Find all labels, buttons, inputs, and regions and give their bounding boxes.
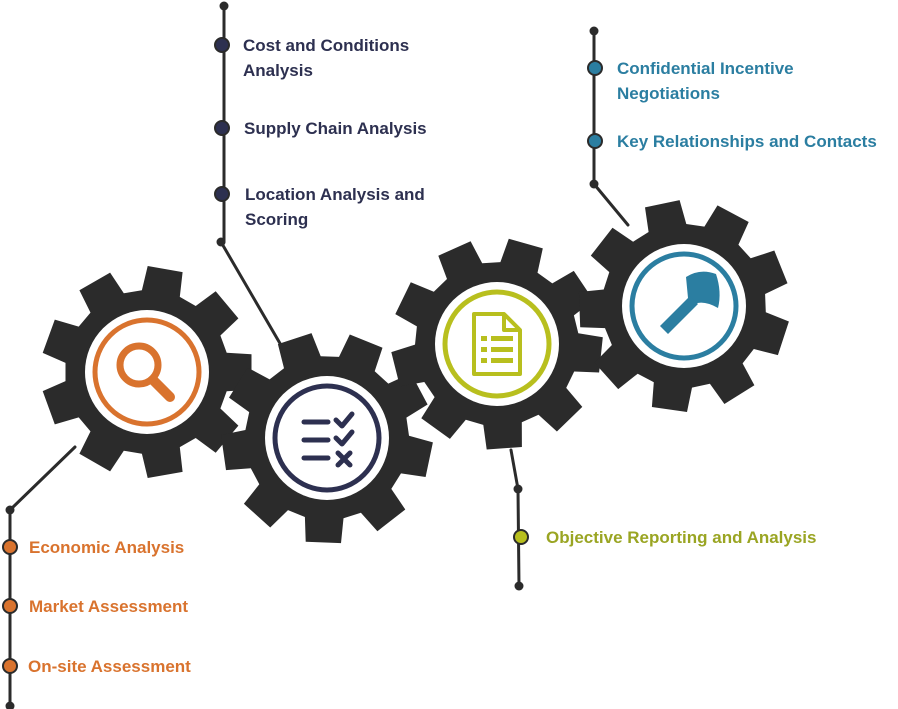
reporting-item-objective: Objective Reporting and Analysis bbox=[546, 528, 817, 547]
analysis-connector-line bbox=[219, 240, 287, 354]
negotiation-line-endpoint bbox=[589, 179, 599, 189]
analysis-bullet bbox=[214, 120, 230, 136]
negotiation-bullet bbox=[587, 60, 603, 76]
research-gear-ring bbox=[92, 317, 202, 427]
negotiation-item-incentive: Confidential Incentive Negotiations bbox=[617, 59, 794, 103]
research-line-endpoint bbox=[5, 701, 15, 709]
research-connector-line bbox=[8, 445, 77, 512]
research-item-economic: Economic Analysis bbox=[29, 538, 185, 557]
reporting-connector-line bbox=[509, 448, 520, 491]
research-bullet bbox=[2, 598, 18, 614]
research-line-endpoint bbox=[5, 505, 15, 515]
magnifier-icon bbox=[116, 342, 175, 402]
reporting-gear bbox=[391, 238, 603, 450]
research-item-onsite: On-site Assessment bbox=[28, 657, 191, 676]
reporting-bullet bbox=[513, 529, 529, 545]
analysis-bullet bbox=[214, 37, 230, 53]
research-bullet bbox=[2, 658, 18, 674]
reporting-gear-ring bbox=[442, 289, 552, 399]
axe-icon bbox=[660, 271, 720, 334]
analysis-bullet bbox=[214, 186, 230, 202]
checklist-icon bbox=[301, 411, 355, 468]
negotiation-connector-line bbox=[592, 182, 630, 227]
negotiation-item-relationships: Key Relationships and Contacts bbox=[617, 132, 877, 151]
analysis-item-cost: Cost and Conditions Analysis bbox=[243, 36, 410, 80]
research-gear bbox=[42, 266, 252, 478]
reporting-line-endpoint bbox=[513, 484, 523, 494]
analysis-line-endpoint bbox=[219, 1, 229, 11]
research-bullet bbox=[2, 539, 18, 555]
analysis-item-supply-chain: Supply Chain Analysis bbox=[244, 119, 427, 138]
reporting-line-endpoint bbox=[514, 581, 524, 591]
negotiation-line-endpoint bbox=[589, 26, 599, 36]
research-item-market: Market Assessment bbox=[29, 597, 189, 616]
negotiation-bullet bbox=[587, 133, 603, 149]
document-icon bbox=[472, 312, 522, 376]
analysis-line-endpoint bbox=[216, 237, 226, 247]
analysis-item-location: Location Analysis and Scoring bbox=[245, 185, 425, 229]
